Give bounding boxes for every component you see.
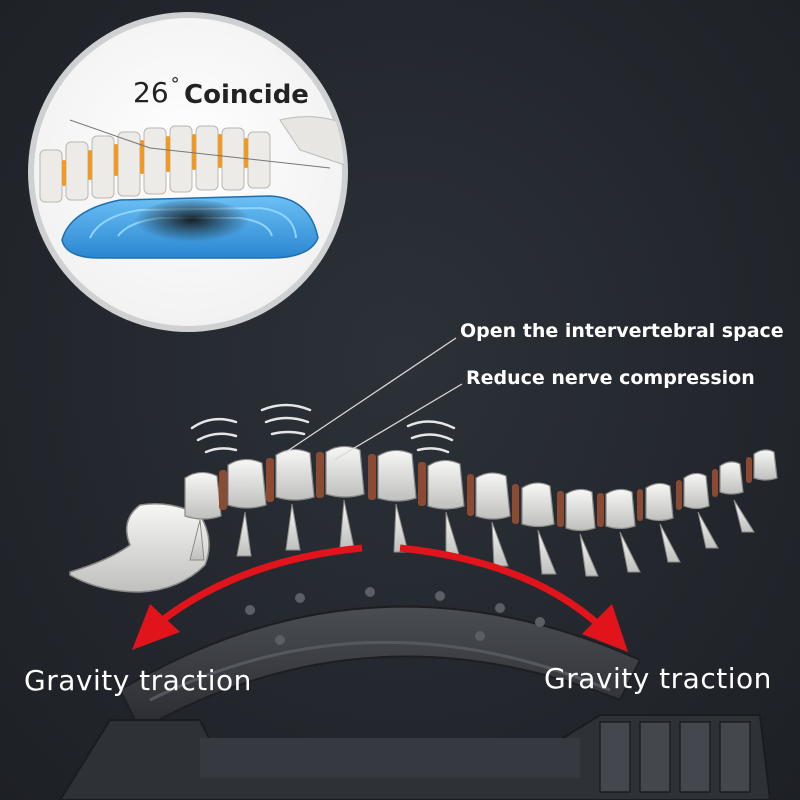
angle-number: 26	[133, 76, 169, 109]
gravity-traction-right-label: Gravity traction	[544, 662, 772, 695]
inset-pointer-lines	[69, 119, 331, 169]
stretcher-arch-inner	[149, 640, 611, 702]
inset-vertebrae	[39, 125, 271, 203]
spinous-processes	[189, 499, 755, 577]
annotation-reduce-compression: Reduce nerve compression	[466, 367, 755, 389]
pad-pressure-shadow	[134, 200, 250, 244]
traction-arrows	[132, 544, 628, 652]
right-arrow-icon	[399, 544, 603, 629]
left-arrow-icon	[157, 544, 363, 625]
annotation-open-space: Open the intervertebral space	[460, 320, 784, 342]
gravity-traction-left-label: Gravity traction	[24, 664, 252, 697]
intervertebral-discs	[219, 452, 752, 527]
angle-degree-symbol: °	[170, 74, 180, 95]
motion-wave-marks	[190, 403, 456, 454]
inset-coincide-label: Coincide	[184, 80, 309, 110]
inset-nerves	[62, 134, 248, 186]
back-stretcher-device	[58, 587, 772, 800]
stretcher-bumps	[245, 587, 545, 645]
inset-angle-value: 26°	[133, 74, 180, 109]
spine-illustration	[69, 445, 778, 593]
stretcher-arch-outer	[118, 605, 642, 732]
inset-magnifier	[28, 12, 348, 332]
stretcher-ridges	[599, 721, 751, 793]
stretcher-bar	[200, 738, 580, 778]
annotation-leader-lines	[285, 337, 463, 461]
